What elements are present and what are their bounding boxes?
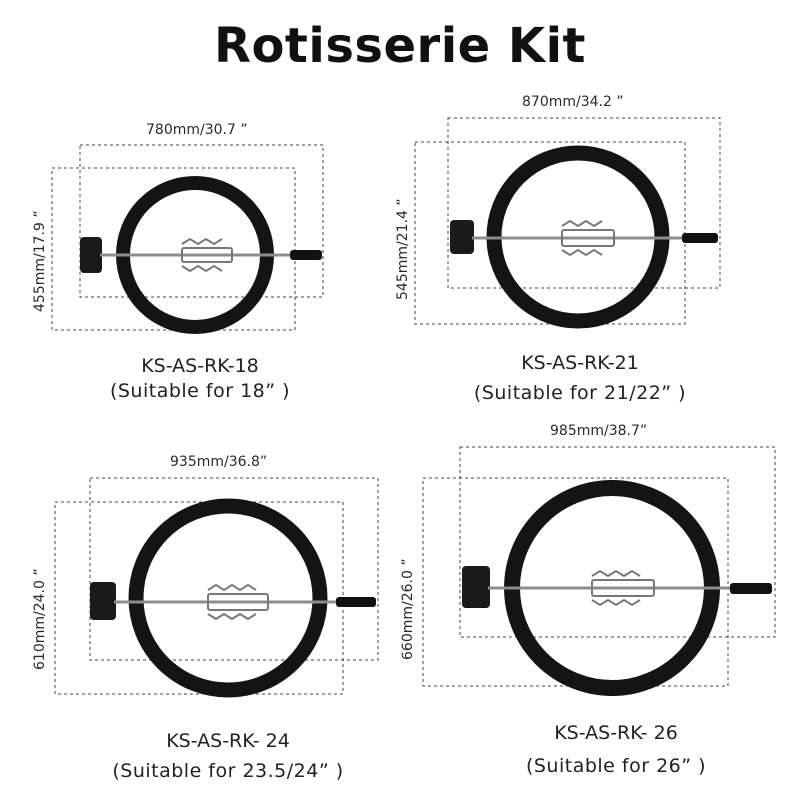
motor-icon <box>80 237 102 273</box>
fork-icon <box>181 237 233 273</box>
handle <box>336 597 376 607</box>
model-name: KS-AS-RK- 24 <box>166 730 290 752</box>
motor-icon <box>450 220 474 254</box>
height-dimension-box <box>422 477 729 687</box>
suitable-size: (Suitable for 21/22” ) <box>473 382 687 404</box>
fork-icon <box>591 569 655 607</box>
suitable-size: (Suitable for 23.5/24” ) <box>112 760 344 782</box>
motor-icon <box>90 582 116 620</box>
page-title: Rotisserie Kit <box>213 18 586 74</box>
fork-icon <box>207 583 269 621</box>
height-label: 660mm/26.0 ” <box>400 558 416 660</box>
height-dimension-box <box>51 167 296 331</box>
suitable-size: (Suitable for 18” ) <box>109 380 291 402</box>
model-name: KS-AS-RK-21 <box>521 352 639 374</box>
width-label: 985mm/38.7” <box>550 423 648 439</box>
fork-icon <box>561 219 615 257</box>
suitable-size: (Suitable for 26” ) <box>525 755 707 777</box>
model-name: KS-AS-RK-18 <box>141 355 259 377</box>
width-label: 870mm/34.2 ” <box>522 94 624 110</box>
handle <box>290 250 322 260</box>
width-dimension-box <box>459 446 776 638</box>
width-dimension-box <box>89 477 379 661</box>
handle <box>730 583 772 594</box>
width-dimension-box <box>447 117 721 289</box>
ring <box>128 498 328 698</box>
handle <box>682 233 718 243</box>
width-dimension-box <box>79 144 324 298</box>
model-name: KS-AS-RK- 26 <box>554 722 678 744</box>
width-label: 935mm/36.8” <box>170 454 268 470</box>
motor-icon <box>462 566 490 608</box>
width-label: 780mm/30.7 ” <box>146 122 248 138</box>
